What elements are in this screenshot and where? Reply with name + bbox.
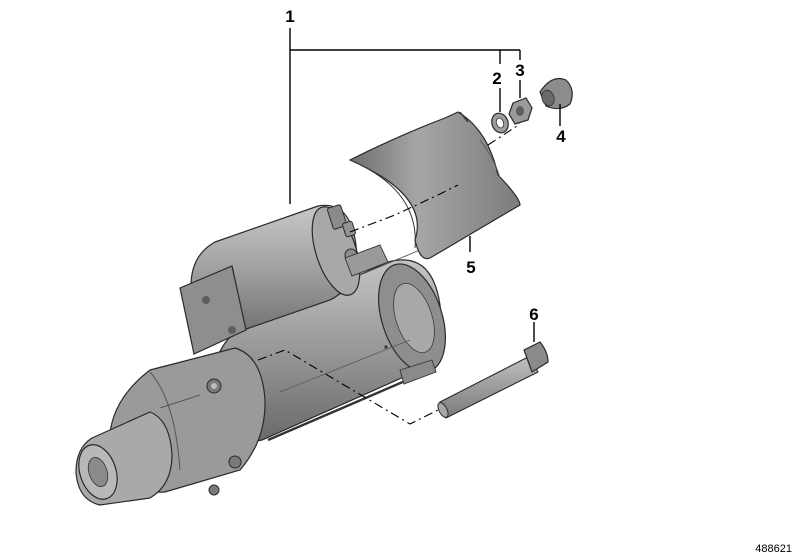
callout-6: 6 bbox=[529, 305, 538, 324]
terminal-stud-small bbox=[342, 220, 356, 238]
terminal-cap bbox=[539, 77, 573, 110]
callout-4: 4 bbox=[556, 127, 566, 146]
starter-motor-assembly bbox=[75, 204, 446, 506]
callout-2: 2 bbox=[492, 69, 501, 88]
callout-3: 3 bbox=[515, 61, 524, 80]
washer bbox=[491, 112, 509, 134]
protective-cap bbox=[348, 111, 521, 260]
callout-5: 5 bbox=[466, 258, 475, 277]
mounting-bolt bbox=[437, 341, 549, 419]
reference-number: 488621 bbox=[755, 543, 792, 555]
terminal-stud-large bbox=[326, 204, 348, 230]
leader-lines bbox=[257, 28, 561, 425]
hex-nut bbox=[508, 97, 533, 125]
callout-1: 1 bbox=[285, 7, 294, 26]
